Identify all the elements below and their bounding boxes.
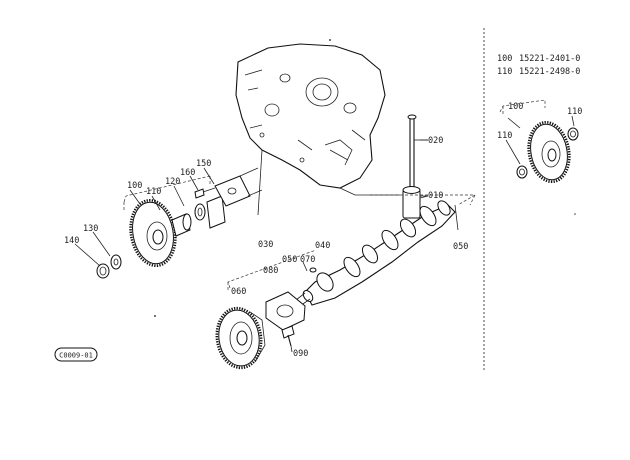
callout-010: 010 bbox=[428, 191, 443, 201]
callout-070: 070 bbox=[300, 255, 315, 265]
inset-callout-110-right: 110 bbox=[567, 107, 582, 117]
legend-part-100: 15221-2401-0 bbox=[519, 54, 580, 64]
camshaft-gear bbox=[215, 306, 266, 370]
drawing-code-badge: C0009-01 bbox=[54, 347, 98, 362]
idler-gear-assembly bbox=[96, 167, 263, 279]
legend-ref-100: 100 bbox=[497, 54, 512, 64]
callout-110: 110 bbox=[146, 187, 161, 197]
callout-030: 030 bbox=[258, 240, 273, 250]
callout-130: 130 bbox=[83, 224, 98, 234]
specks bbox=[154, 39, 576, 317]
legend-part-110: 15221-2498-0 bbox=[519, 67, 580, 77]
inset-callout-110-left: 110 bbox=[497, 131, 512, 141]
drawing-code: C0009-01 bbox=[59, 352, 93, 360]
thrust-plate bbox=[265, 291, 306, 347]
inset-idle-gear bbox=[505, 115, 579, 184]
assembly-guides bbox=[123, 99, 546, 292]
callout-060: 060 bbox=[231, 287, 246, 297]
inset-callout-100: 100 bbox=[508, 102, 523, 112]
callout-040: 040 bbox=[315, 241, 330, 251]
part-legend: 100 15221-2401-0 110 15221-2498-0 bbox=[497, 54, 580, 77]
callout-080: 080 bbox=[263, 266, 278, 276]
callout-020: 020 bbox=[428, 136, 443, 146]
callout-050-mid: 050 bbox=[282, 255, 297, 265]
callout-100: 100 bbox=[127, 181, 142, 191]
inset-callouts: 100 110 110 bbox=[497, 102, 582, 141]
callout-160: 160 bbox=[180, 168, 195, 178]
callout-140: 140 bbox=[64, 236, 79, 246]
leader-lines bbox=[74, 139, 459, 353]
callouts: 020 010 050 030 040 050 070 080 060 090 … bbox=[64, 136, 468, 359]
engine-block bbox=[235, 43, 400, 216]
camshaft bbox=[295, 200, 456, 307]
legend-ref-110: 110 bbox=[497, 67, 512, 77]
push-rod-assembly bbox=[402, 114, 429, 219]
callout-120: 120 bbox=[165, 177, 180, 187]
callout-090: 090 bbox=[293, 349, 308, 359]
callout-050-right: 050 bbox=[453, 242, 468, 252]
callout-150: 150 bbox=[196, 159, 211, 169]
